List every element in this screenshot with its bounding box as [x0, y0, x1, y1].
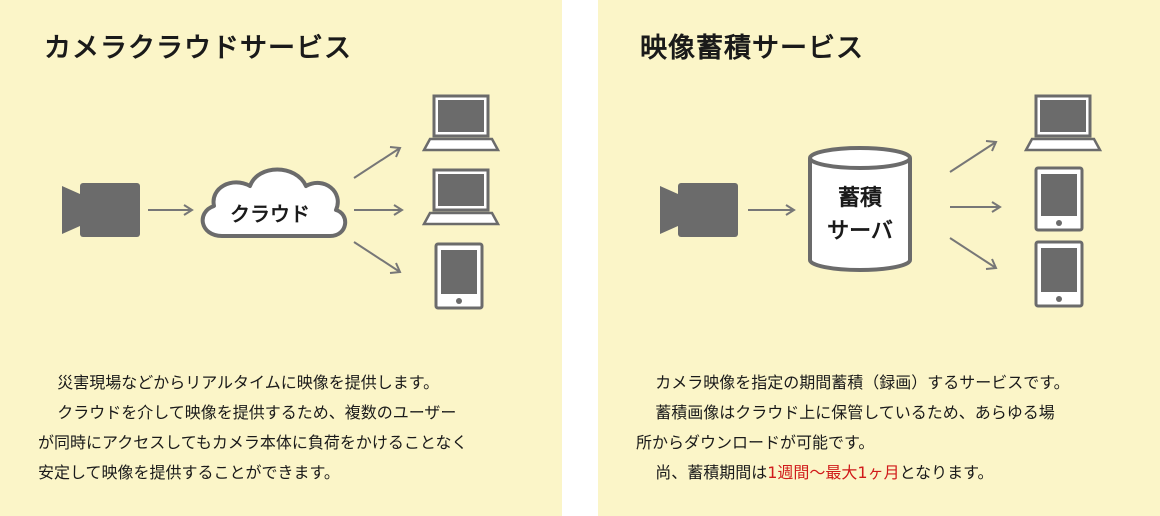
cloud-diagram: クラウド	[62, 94, 501, 310]
retention-period-highlight: 1週間〜最大1ヶ月	[767, 463, 900, 482]
storage-server-icon: 蓄積 サーバ	[808, 146, 912, 272]
storage-diagram: 蓄積 サーバ	[660, 94, 1103, 308]
laptop-icon	[1023, 94, 1103, 152]
laptop-icon	[421, 168, 501, 226]
description-text: となります。	[899, 463, 994, 482]
description-line: 所からダウンロードが可能です。	[636, 433, 875, 452]
arrow-icon	[148, 204, 194, 216]
description-line: が同時にアクセスしてもカメラ本体に負荷をかけることなく	[38, 433, 468, 452]
description-line: 災害現場などからリアルタイムに映像を提供します。	[57, 373, 440, 392]
tablet-icon	[1034, 240, 1084, 308]
server-label: 蓄積	[838, 186, 883, 211]
description-line: 蓄積画像はクラウド上に保管しているため、あらゆる場	[655, 403, 1055, 422]
arrow-icon	[950, 201, 1002, 213]
arrow-icon	[949, 237, 998, 270]
video-storage-panel: 映像蓄積サービス 蓄積 サーバ	[598, 0, 1160, 516]
arrow-icon	[354, 204, 404, 216]
video-camera-icon	[660, 183, 738, 237]
panel-title: カメラクラウドサービス	[44, 33, 352, 64]
laptop-icon	[421, 94, 501, 152]
arrow-icon	[353, 241, 402, 274]
description-line: クラウドを介して映像を提供するため、複数のユーザー	[57, 403, 457, 422]
description-text: 尚、蓄積期間は	[655, 463, 768, 482]
cloud-label: クラウド	[230, 202, 310, 226]
panel-title: 映像蓄積サービス	[640, 33, 864, 64]
tablet-icon	[1034, 166, 1084, 232]
description-line: カメラ映像を指定の期間蓄積（録画）するサービスです。	[655, 373, 1070, 392]
cloud-icon: クラウド	[200, 167, 347, 238]
arrow-icon	[949, 140, 998, 173]
description: カメラ映像を指定の期間蓄積（録画）するサービスです。 蓄積画像はクラウド上に保管…	[636, 368, 1136, 488]
description: 災害現場などからリアルタイムに映像を提供します。 クラウドを介して映像を提供する…	[38, 368, 538, 488]
arrow-icon	[748, 204, 796, 216]
tablet-icon	[434, 242, 484, 310]
camera-cloud-panel: カメラクラウドサービス クラウド	[0, 0, 562, 516]
video-camera-icon	[62, 183, 140, 237]
description-line: 安定して映像を提供することができます。	[38, 463, 340, 482]
arrow-icon	[353, 146, 402, 179]
description-line: 尚、蓄積期間は1週間〜最大1ヶ月となります。	[636, 458, 1136, 488]
server-label: サーバ	[827, 219, 893, 244]
